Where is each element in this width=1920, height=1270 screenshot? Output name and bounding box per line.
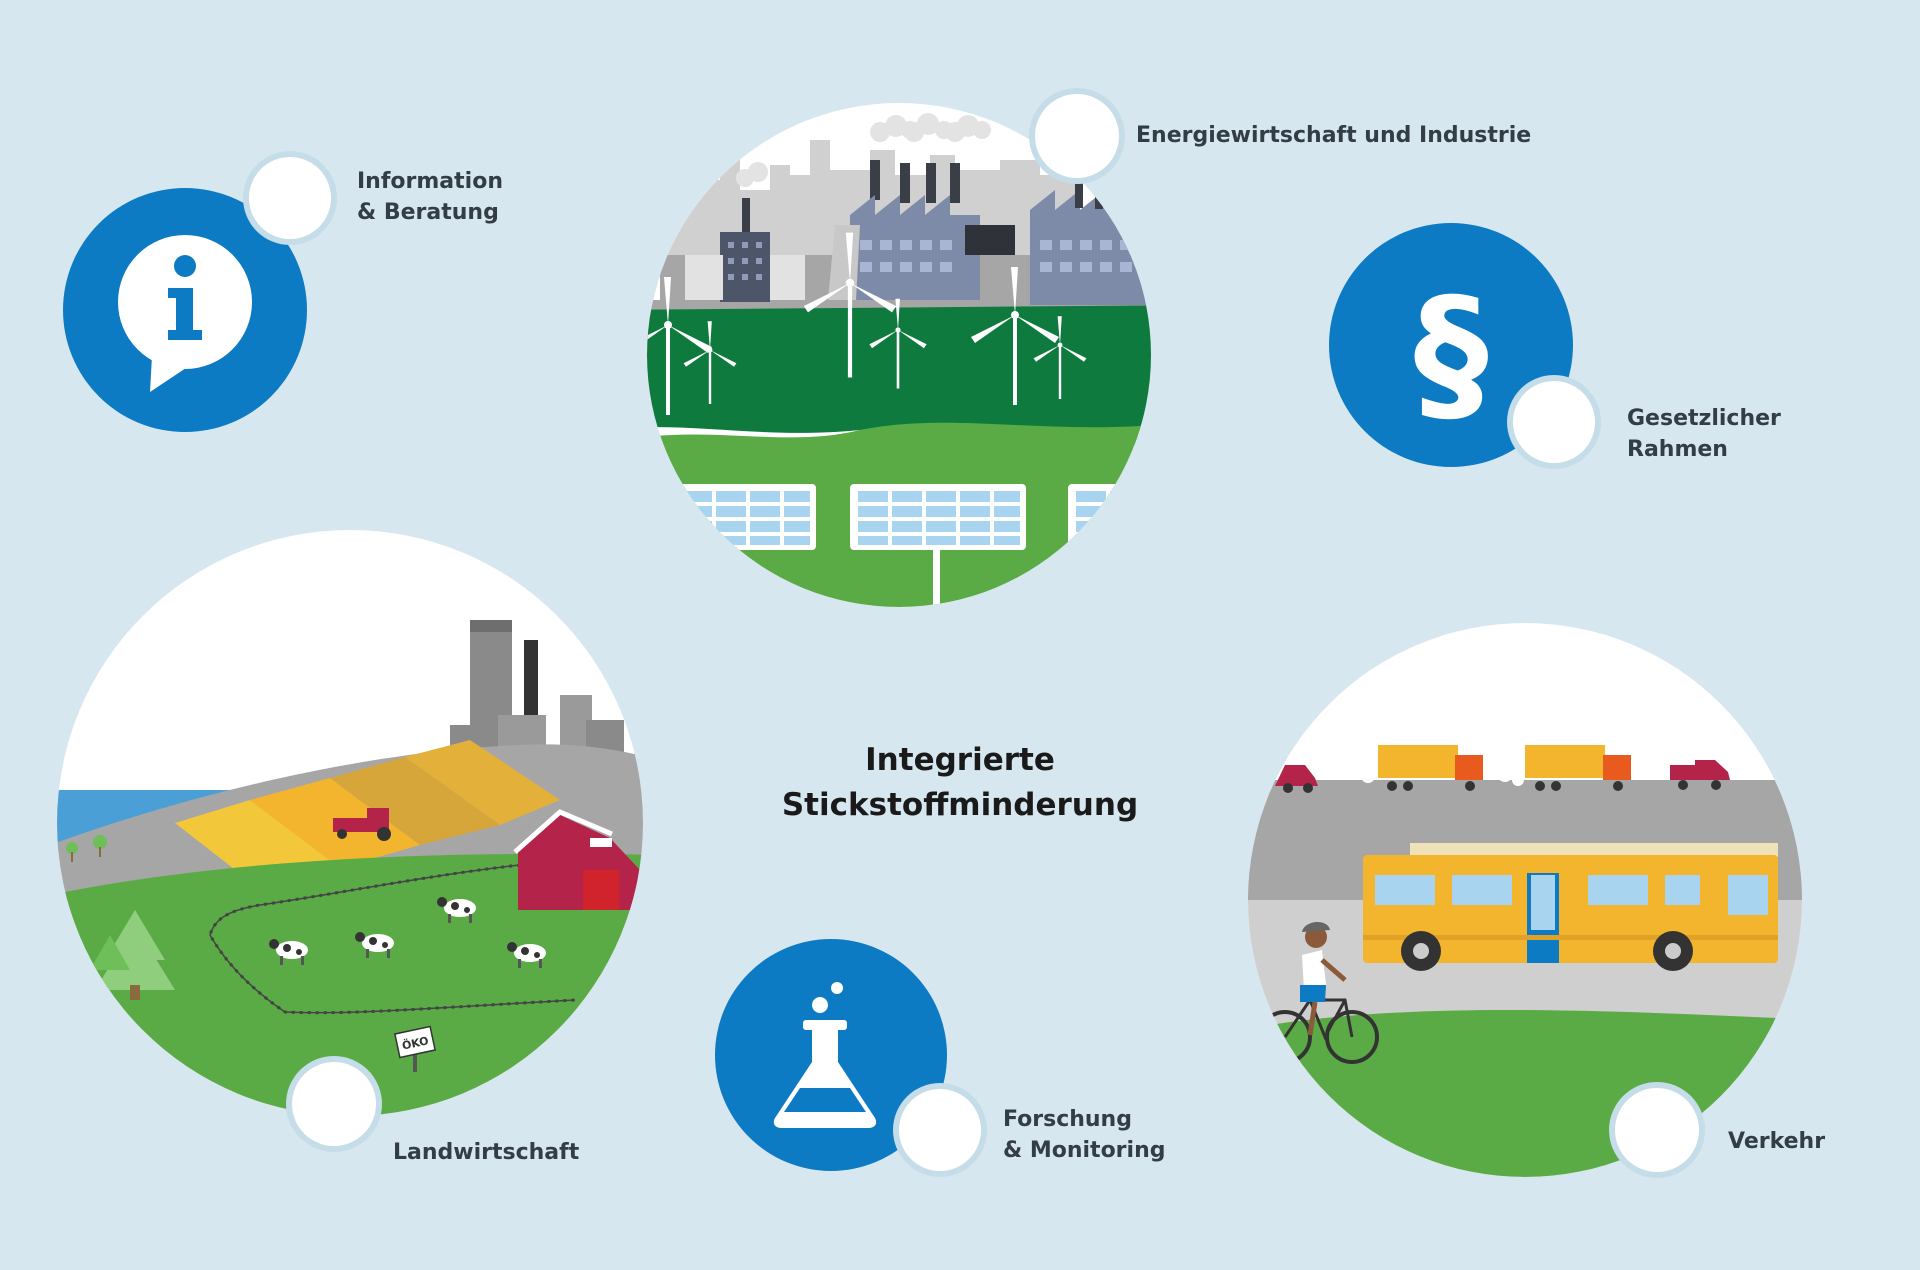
research-label-line1: Forschung	[1003, 1107, 1132, 1132]
agriculture-label-line1: Landwirtschaft	[393, 1140, 580, 1165]
trees	[66, 835, 175, 1000]
energy-label: Energiewirtschaft und Industrie	[1136, 120, 1531, 151]
research-badge	[899, 1089, 981, 1171]
transport-badge	[1615, 1088, 1699, 1172]
legal-label: Gesetzlicher Rahmen	[1627, 403, 1781, 465]
organic-sign-text: ÖKO	[401, 1033, 430, 1052]
traffic-vehicles	[1275, 745, 1730, 793]
transport-label-line1: Verkehr	[1728, 1129, 1826, 1154]
information-label-line1: Information	[357, 169, 503, 194]
transport-scene	[1248, 623, 1802, 1178]
legal-badge	[1513, 381, 1595, 463]
energy-badge	[1035, 94, 1119, 178]
research-label: Forschung & Monitoring	[1003, 1104, 1166, 1166]
transport-label: Verkehr	[1728, 1126, 1825, 1157]
legal-label-line2: Rahmen	[1627, 437, 1728, 462]
bus	[1363, 843, 1778, 971]
information-label: Information & Beratung	[357, 166, 503, 228]
flask-icon	[773, 982, 877, 1128]
organic-sign: ÖKO	[394, 1025, 436, 1072]
smoke-clouds	[736, 113, 991, 187]
info-speech-bubble-icon	[118, 235, 252, 392]
agriculture-label: Landwirtschaft	[393, 1137, 579, 1168]
tractor	[333, 808, 391, 841]
information-icon-group	[63, 151, 337, 432]
information-label-line2: & Beratung	[357, 200, 499, 225]
research-monitoring-group	[715, 939, 987, 1177]
legal-label-line1: Gesetzlicher	[1627, 406, 1781, 431]
research-label-line2: & Monitoring	[1003, 1138, 1166, 1163]
information-badge	[249, 157, 331, 239]
energy-label-line1: Energiewirtschaft und Industrie	[1136, 123, 1532, 148]
paragraph-icon: §	[1414, 267, 1489, 441]
legal-framework-group: §	[1329, 223, 1601, 469]
agriculture-scene: ÖKO	[57, 530, 643, 1152]
main-title-line1: Integrierte	[865, 742, 1055, 778]
barn	[513, 809, 640, 910]
agriculture-badge	[292, 1062, 376, 1146]
main-title-line2: Stickstoffminderung	[781, 787, 1139, 823]
energy-industry-scene	[647, 88, 1151, 607]
main-title: Integrierte Stickstoffminderung	[0, 738, 1920, 828]
